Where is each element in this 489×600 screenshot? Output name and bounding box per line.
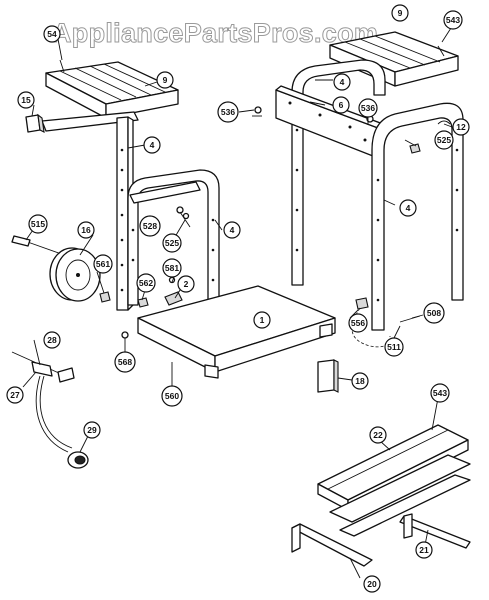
callout-4-left-front: 4 (223, 221, 241, 239)
callout-label: 16 (81, 225, 91, 235)
callout-4-right-front: 4 (399, 199, 417, 217)
callout-label: 568 (118, 357, 132, 367)
right-rear-u-frame (291, 59, 386, 286)
side-shelf-bracket-part-21 (399, 513, 471, 549)
callout-515: 515 (28, 214, 48, 234)
callout-561: 561 (93, 254, 113, 274)
callout-511: 511 (384, 337, 404, 357)
callout-543-bottom: 543 (430, 383, 450, 403)
callout-560: 560 (161, 385, 183, 407)
callout-label: 508 (427, 308, 441, 318)
callout-label: 536 (361, 103, 375, 113)
callout-label: 6 (339, 100, 344, 110)
callout-6: 6 (332, 96, 350, 114)
leader-lines (22, 27, 453, 579)
callout-label: 9 (163, 75, 168, 85)
callout-label: 18 (355, 376, 365, 386)
left-shelf-part-9 (41, 61, 179, 132)
side-shelf-part-22 (317, 424, 471, 537)
callout-525-left: 525 (162, 233, 182, 253)
callout-581: 581 (162, 258, 182, 278)
callout-label: 9 (398, 8, 403, 18)
callout-label: 28 (47, 335, 57, 345)
callout-22: 22 (369, 426, 387, 444)
callout-536-right: 536 (358, 98, 378, 118)
callout-label: 543 (446, 15, 460, 25)
callout-label: 562 (139, 278, 153, 288)
watermark-text: AppliancePartsPros.com (52, 18, 378, 48)
callout-label: 4 (150, 140, 155, 150)
callout-label: 29 (87, 425, 97, 435)
callout-label: 543 (433, 388, 447, 398)
hardware-fasteners (25, 45, 451, 393)
callout-528: 528 (139, 215, 161, 237)
callout-label: 20 (367, 579, 377, 589)
callout-1: 1 (253, 311, 271, 329)
callout-4-left-rear: 4 (143, 136, 161, 154)
callout-label: 4 (230, 225, 235, 235)
callout-label: 21 (419, 545, 429, 555)
callout-4-right-rear: 4 (333, 73, 351, 91)
callout-label: 536 (221, 107, 235, 117)
side-shelf-bracket-part-20 (291, 523, 373, 567)
callout-556: 556 (348, 313, 368, 333)
callout-label: 581 (165, 263, 179, 273)
callout-label: 1 (260, 315, 265, 325)
callout-18: 18 (351, 372, 369, 390)
callout-label: 15 (21, 95, 31, 105)
callout-508: 508 (423, 302, 445, 324)
callout-2: 2 (177, 275, 195, 293)
callout-15: 15 (17, 91, 35, 109)
callout-29: 29 (83, 421, 101, 439)
callout-label: 561 (96, 259, 110, 269)
callout-label: 27 (10, 390, 20, 400)
callout-27: 27 (6, 386, 24, 404)
callout-20: 20 (363, 575, 381, 593)
callout-525-right: 525 (434, 130, 454, 150)
callout-label: 525 (437, 135, 451, 145)
callout-12: 12 (452, 118, 470, 136)
callout-label: 528 (143, 221, 157, 231)
callout-21: 21 (415, 541, 433, 559)
callout-label: 4 (406, 203, 411, 213)
callout-543-top: 543 (443, 10, 463, 30)
callout-562: 562 (136, 273, 156, 293)
callout-16: 16 (77, 221, 95, 239)
callout-536-left: 536 (217, 101, 239, 123)
wheel-part-16 (11, 235, 101, 302)
callout-9-left: 9 (156, 71, 174, 89)
callout-label: 515 (31, 219, 45, 229)
callout-label: 556 (351, 318, 365, 328)
callout-28: 28 (43, 331, 61, 349)
callout-54: 54 (43, 25, 61, 43)
bottom-shelf-part-1 (137, 285, 336, 379)
callout-label: 4 (340, 77, 345, 87)
callout-label: 2 (184, 279, 189, 289)
regulator-hose-assembly (11, 351, 89, 469)
callout-568: 568 (114, 351, 136, 373)
callout-label: 511 (387, 342, 401, 352)
callout-label: 560 (165, 391, 179, 401)
callout-label: 22 (373, 430, 383, 440)
callout-9-right: 9 (391, 4, 409, 22)
callout-label: 54 (47, 29, 57, 39)
callout-label: 525 (165, 238, 179, 248)
callout-label: 12 (456, 122, 466, 132)
